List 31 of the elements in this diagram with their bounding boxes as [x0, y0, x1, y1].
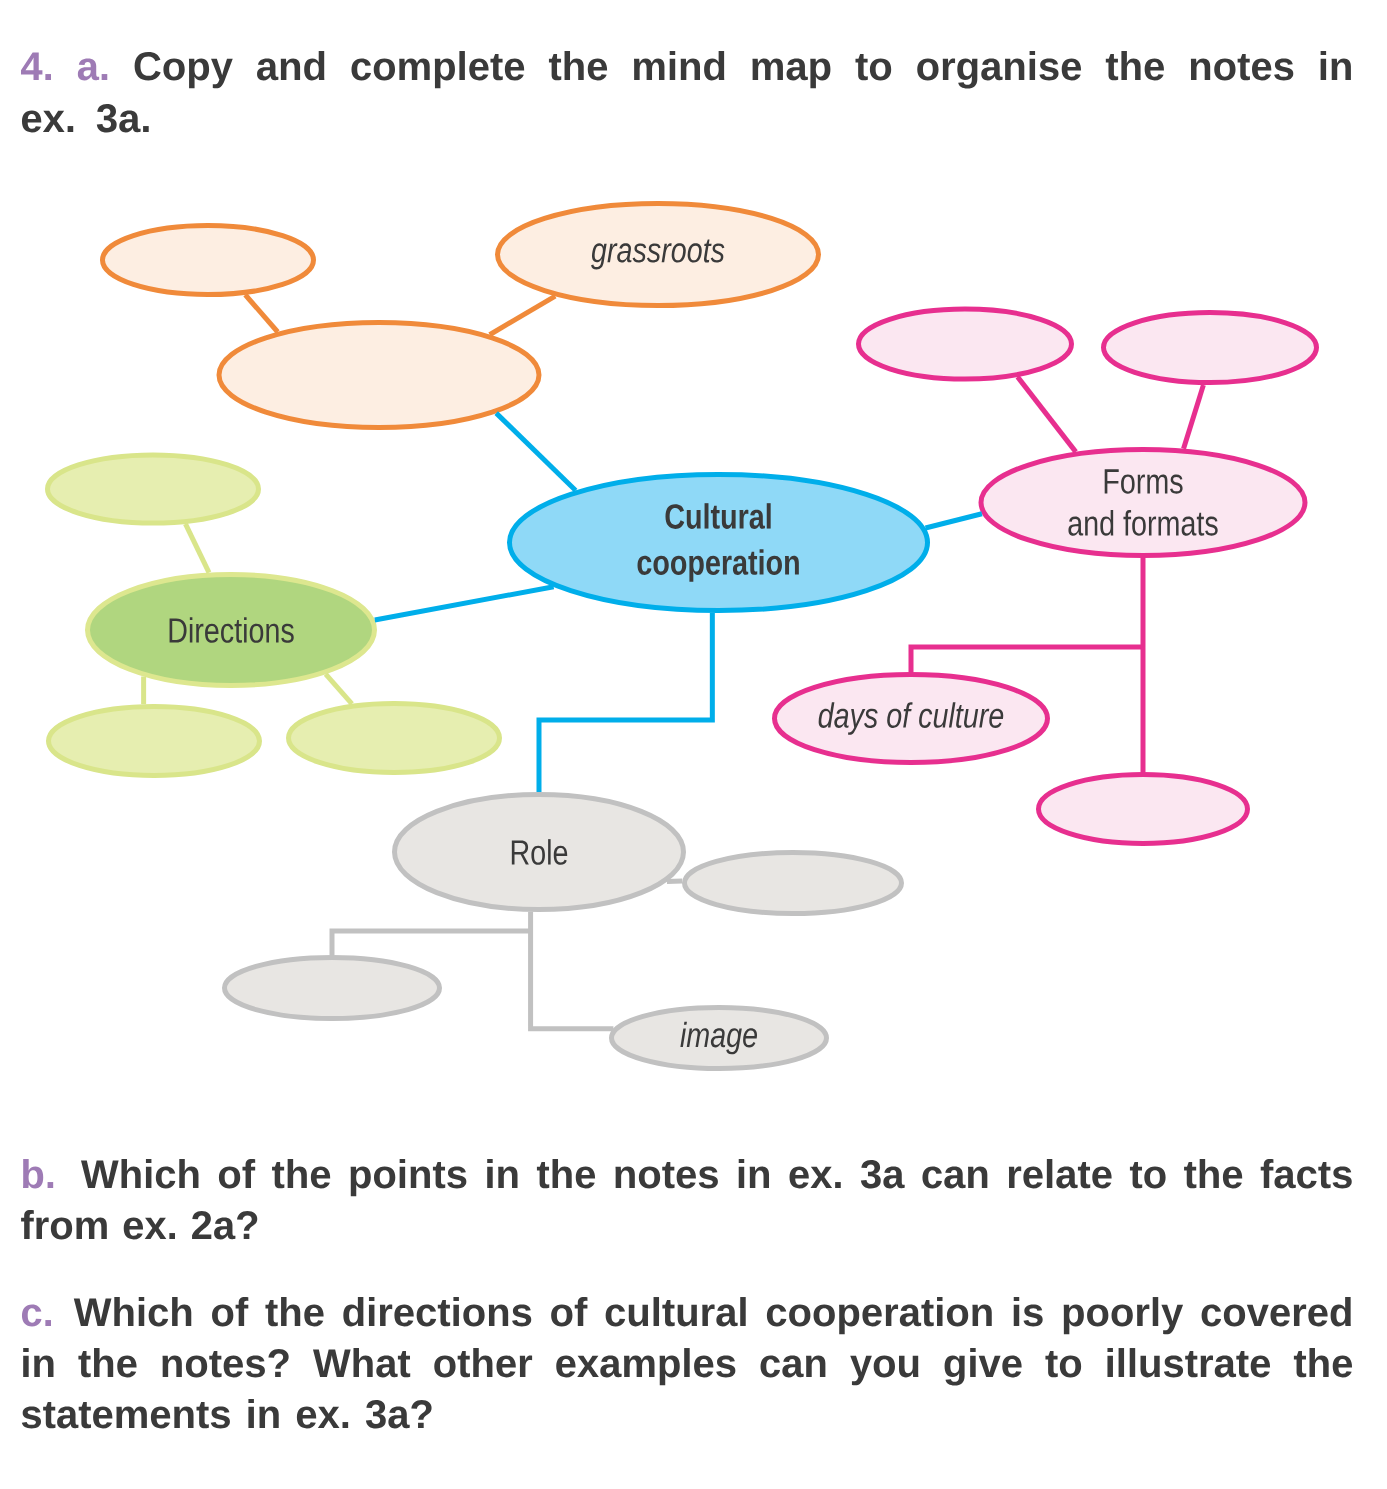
connector-line [1140, 558, 1146, 647]
connector-line [1015, 375, 1078, 454]
connector-line [243, 293, 280, 334]
connector-line [1181, 384, 1206, 450]
connector-line [494, 411, 578, 493]
blank-ellipse [856, 306, 1074, 382]
connector-line [329, 928, 531, 955]
blank-ellipse [1036, 772, 1250, 846]
blank-ellipse [46, 704, 262, 778]
connector-line [183, 522, 212, 574]
blank-ellipse [216, 320, 542, 430]
connector-line [141, 676, 147, 705]
connector-line [528, 931, 614, 1032]
connector-line [488, 293, 557, 337]
blank-ellipse [222, 955, 442, 1021]
connector-line [528, 911, 534, 931]
task-text: 4. a. Copy and complete the mind map to organise the notes in ex. 3a. [21, 51, 1351, 133]
blank-ellipse [1101, 310, 1319, 385]
connector-line [536, 613, 715, 792]
connector-line [908, 644, 1143, 672]
blank-ellipse [682, 850, 904, 916]
blank-ellipse [286, 701, 502, 775]
connector-line [1140, 647, 1146, 772]
connector-line [374, 584, 555, 623]
blank-ellipse [45, 452, 261, 526]
question-text: c. Which of the directions of cultural cooperation is poorly covered in the notes? What other examples can you give to illustrate the statements in ex. 3a? [21, 1297, 1353, 1429]
question-text: b. Which of the points in the notes in ex. 3a can relate to the facts from ex. 2a? [21, 1159, 1352, 1240]
blank-ellipse [100, 223, 316, 297]
connector-line [924, 511, 983, 531]
connector-line [323, 672, 354, 706]
connector-line [666, 878, 683, 885]
